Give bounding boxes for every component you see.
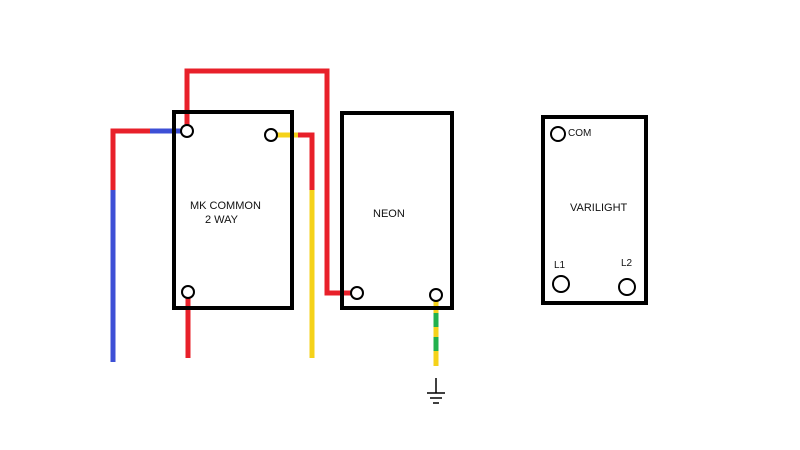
varilight-l2-label: L2 — [621, 258, 633, 269]
mk-common-switch: MK COMMON 2 WAY — [172, 110, 294, 310]
mk-common-label-line1: MK COMMON — [190, 200, 261, 212]
neon-terminal-right — [429, 288, 443, 302]
varilight-com-label: COM — [568, 128, 591, 139]
mk-terminal-top-left — [180, 124, 194, 138]
earth-ground-icon — [427, 378, 445, 404]
wire-red-top-loop — [184, 68, 354, 296]
varilight-box — [541, 115, 648, 305]
neon-unit: NEON — [340, 111, 454, 310]
varilight-terminal-l1 — [552, 275, 570, 293]
mk-terminal-bottom — [181, 285, 195, 299]
wire-red-right — [298, 132, 315, 192]
varilight-label: VARILIGHT — [570, 202, 628, 214]
varilight-terminal-com — [550, 126, 566, 142]
neon-box — [340, 111, 454, 310]
wire-red-left — [110, 128, 152, 190]
mk-terminal-top-right — [264, 128, 278, 142]
mk-common-box — [172, 110, 294, 310]
neon-terminal-left — [350, 286, 364, 300]
mk-common-label-line2: 2 WAY — [205, 214, 239, 226]
neon-label: NEON — [373, 208, 405, 220]
varilight-unit: COM VARILIGHT L1 L2 — [541, 115, 648, 305]
varilight-terminal-l2 — [618, 278, 636, 296]
varilight-l1-label: L1 — [554, 260, 566, 271]
